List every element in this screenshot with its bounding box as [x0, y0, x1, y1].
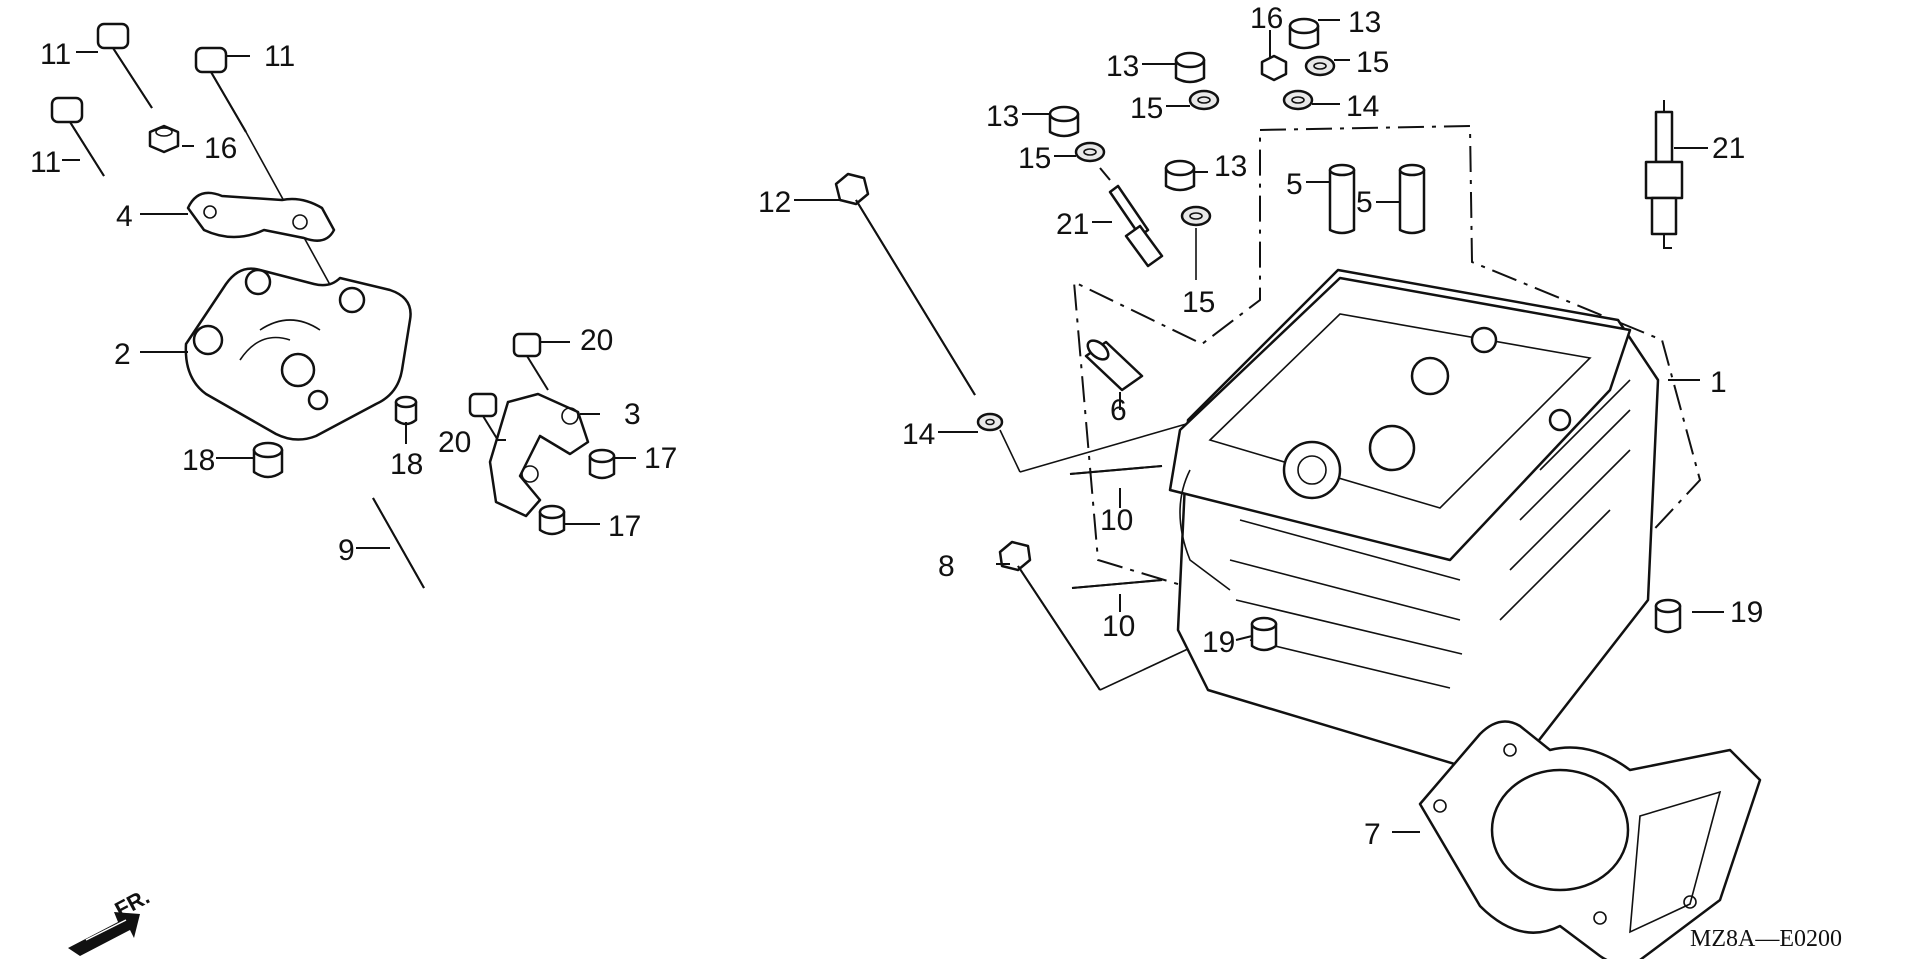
- bolt-20-a: [512, 332, 549, 391]
- callout-4: 4: [116, 200, 133, 233]
- callout-17-a: 17: [644, 442, 677, 475]
- callout-15-d: 15: [1182, 286, 1215, 319]
- diagram-code: MZ8A—E0200: [1690, 926, 1842, 952]
- head-gasket-7: [1418, 720, 1762, 959]
- callout-2: 2: [114, 338, 131, 371]
- callout-19-b: 19: [1730, 596, 1763, 629]
- callout-18-a: 18: [182, 444, 215, 477]
- front-arrow-icon: [68, 912, 140, 956]
- bolt-8: [998, 540, 1101, 691]
- cylinder-head-1: [1168, 268, 1660, 782]
- collar-17-b: [538, 504, 566, 536]
- nut-13-d: [1164, 159, 1196, 192]
- callout-10-b: 10: [1102, 610, 1135, 643]
- washer-14-top: [1282, 89, 1314, 111]
- oil-pipe-4: [186, 191, 336, 242]
- bolt-11-b: [194, 46, 247, 133]
- valve-guide-5-b: [1398, 163, 1426, 235]
- washer-15-a: [1074, 141, 1106, 163]
- nut-13-c: [1288, 17, 1320, 50]
- dowel-18-b: [252, 441, 284, 479]
- stud-10-a: [1069, 465, 1163, 475]
- nut-13-a: [1048, 105, 1080, 138]
- callout-15-c: 15: [1356, 46, 1389, 79]
- bolt-12: [834, 172, 976, 396]
- nut-16-right: [1260, 54, 1288, 82]
- callout-15-a: 15: [1018, 142, 1051, 175]
- valve-guide-5-a: [1328, 163, 1356, 235]
- callout-8: 8: [938, 550, 955, 583]
- callout-16-a: 16: [204, 132, 237, 165]
- callout-11-a: 11: [40, 38, 71, 71]
- dowel-19-a: [1250, 616, 1278, 652]
- nut-16-left: [148, 124, 180, 154]
- callout-11-c: 11: [30, 146, 61, 179]
- washer-14-left: [976, 412, 1004, 432]
- callout-13-d: 13: [1214, 150, 1247, 183]
- dowel-18-a: [394, 395, 418, 426]
- callout-3: 3: [624, 398, 641, 431]
- callout-21-b: 21: [1712, 132, 1745, 165]
- callout-16-b: 16: [1250, 2, 1283, 35]
- callout-6: 6: [1110, 394, 1127, 427]
- stud-9: [372, 497, 425, 589]
- bolt-11-a: [96, 22, 153, 109]
- callout-15-b: 15: [1130, 92, 1163, 125]
- callout-11-b: 11: [264, 40, 295, 73]
- callout-20-a: 20: [580, 324, 613, 357]
- rocker-arm-3: [488, 392, 590, 518]
- callout-1: 1: [1710, 366, 1727, 399]
- callout-18-b: 18: [390, 448, 423, 481]
- nut-13-b: [1174, 51, 1206, 84]
- dowel-6: [1084, 339, 1144, 392]
- spark-plug-21-a: [1099, 167, 1164, 268]
- callout-7: 7: [1364, 818, 1381, 851]
- collar-17-a: [588, 448, 616, 480]
- washer-15-b: [1188, 89, 1220, 111]
- callout-5-a: 5: [1286, 168, 1303, 201]
- rocker-holder-2: [184, 267, 412, 441]
- bolt-11-c: [50, 96, 105, 177]
- callout-17-b: 17: [608, 510, 641, 543]
- washer-15-c: [1304, 55, 1336, 77]
- callout-12: 12: [758, 186, 791, 219]
- callout-10-a: 10: [1100, 504, 1133, 537]
- leader-lines: [62, 19, 1724, 833]
- callout-14-b: 14: [1346, 90, 1379, 123]
- spark-plug-21-b: [1644, 100, 1684, 249]
- stud-10-b: [1071, 579, 1163, 589]
- callout-5-b: 5: [1356, 186, 1373, 219]
- washer-15-d: [1180, 205, 1212, 227]
- callout-13-b: 13: [1106, 50, 1139, 83]
- callout-21-a: 21: [1056, 208, 1089, 241]
- callout-13-a: 13: [986, 100, 1019, 133]
- bolt-20-b: [468, 392, 505, 451]
- callout-14-a: 14: [902, 418, 935, 451]
- callout-19-a: 19: [1202, 626, 1235, 659]
- dowel-19-b: [1654, 598, 1682, 634]
- callout-13-c: 13: [1348, 6, 1381, 39]
- callout-9: 9: [338, 534, 355, 567]
- callout-20-b: 20: [438, 426, 471, 459]
